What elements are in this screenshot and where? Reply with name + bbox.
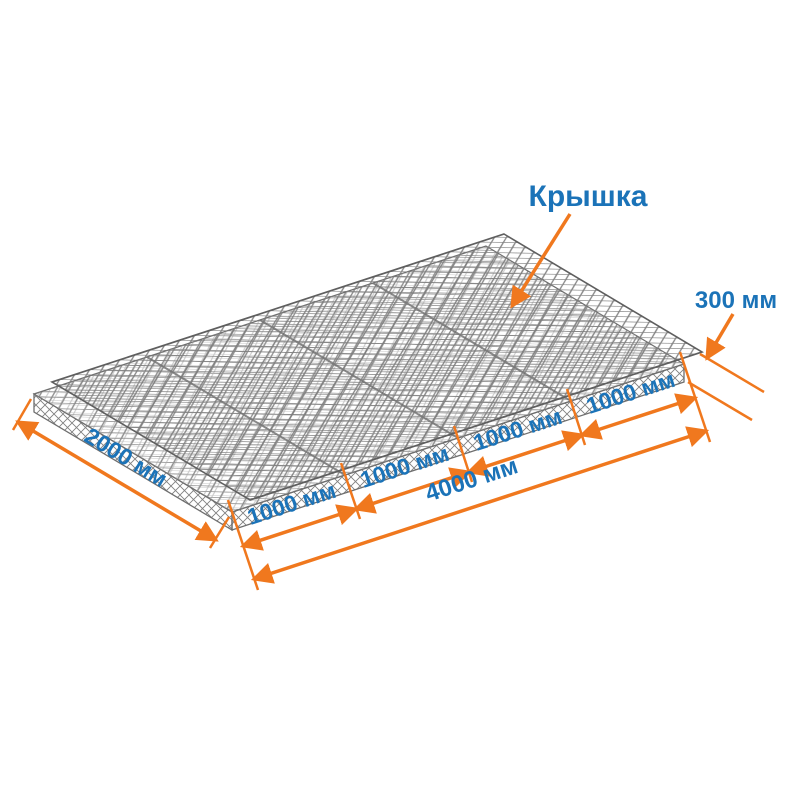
cover-label: Крышка (529, 180, 648, 213)
height-ext-line-top (699, 352, 765, 394)
dimension-lines (11, 213, 765, 591)
cover-leader-arrow (510, 213, 572, 309)
dim-total-line (250, 426, 710, 584)
height-leader-arrow (705, 313, 735, 361)
dim-width-tick-bottom (208, 516, 231, 549)
dim-width-line (15, 420, 219, 542)
dim-width-tick-top (11, 398, 33, 431)
height-ext-line-bottom (687, 380, 753, 422)
dim-tick-right (678, 351, 712, 443)
height-label: 300 мм (695, 287, 777, 314)
